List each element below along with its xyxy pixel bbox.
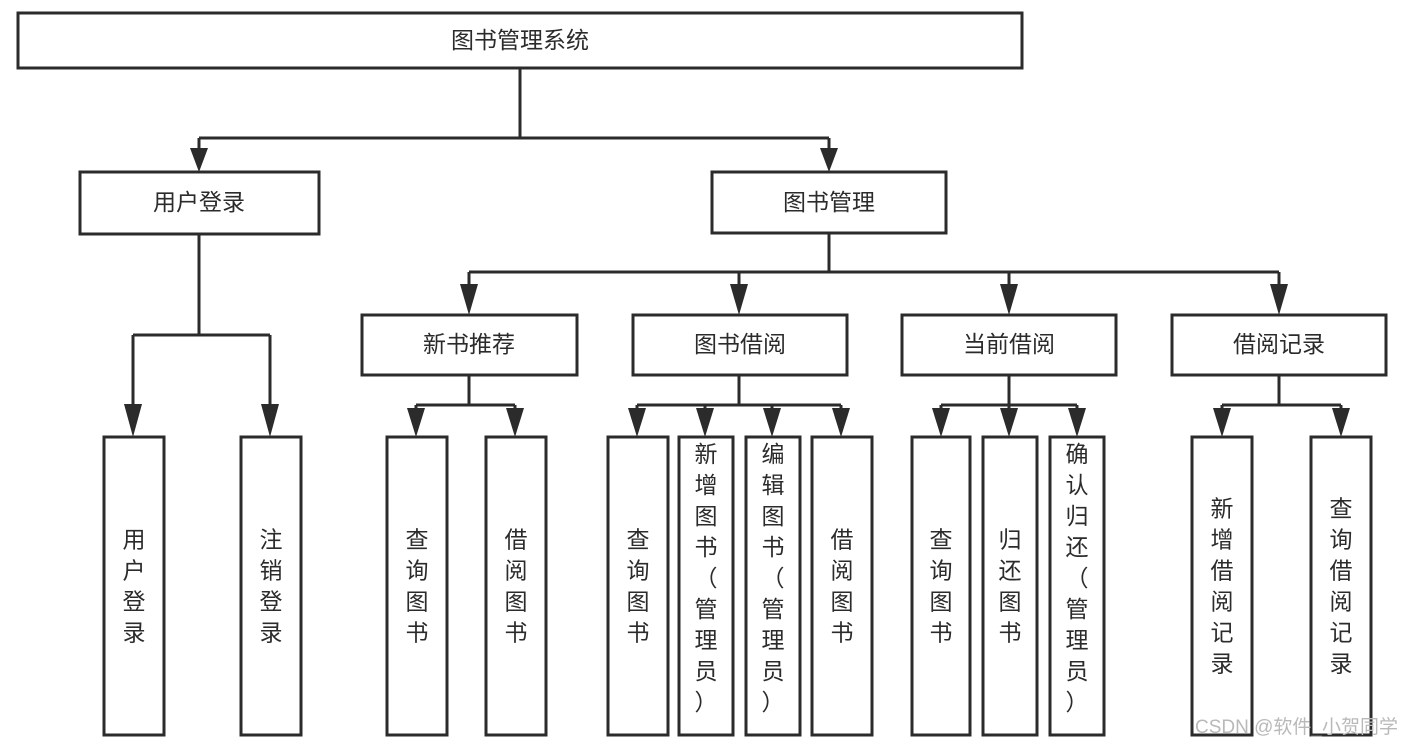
node-leaf-query-book-2-box[interactable]: [606, 435, 670, 737]
node-book-manage-label: 图书管理: [783, 189, 875, 215]
csdn-watermark: CSDN @软件_小贺同学: [1195, 716, 1398, 738]
node-leaf-borrow-book-2-label: 借阅图书: [831, 527, 854, 646]
node-leaf-confirm-return-admin-label: 确认归还（管理员）: [1066, 441, 1089, 715]
node-leaf-borrow-book-1-label: 借阅图书: [505, 527, 528, 646]
node-leaf-query-book-2-label: 查询图书: [627, 527, 650, 646]
node-leaf-edit-book-admin[interactable]: 编辑图书（管理员）: [744, 435, 802, 737]
node-leaf-add-book-admin-label: 新增图书（管理员）: [695, 441, 718, 715]
arrow-to-leaf-logout-login: [261, 404, 279, 437]
node-leaf-query-book-1-box[interactable]: [385, 435, 449, 737]
node-book-borrow-label: 图书借阅: [694, 331, 786, 357]
node-new-book-recommend-box[interactable]: [360, 313, 579, 377]
node-leaf-query-book-3[interactable]: 查询图书: [910, 435, 972, 737]
node-leaf-query-book-3-label: 查询图书: [930, 527, 953, 646]
node-book-borrow-box[interactable]: [631, 313, 849, 377]
node-leaf-return-book-label: 归还图书: [999, 527, 1022, 646]
node-leaf-confirm-return-admin-box[interactable]: [1048, 435, 1106, 737]
arrow-to-leaf-add-borrow-record: [1213, 408, 1231, 437]
node-root[interactable]: 图书管理系统: [16, 11, 1024, 70]
connector-group-book-borrow: [628, 375, 850, 437]
arrow-to-current-borrow: [1000, 284, 1018, 315]
node-leaf-edit-book-admin-box[interactable]: [744, 435, 802, 737]
arrow-to-leaf-query-book-3: [932, 408, 950, 437]
node-leaf-user-login-box[interactable]: [102, 435, 166, 737]
node-leaf-add-book-admin[interactable]: 新增图书（管理员）: [677, 435, 735, 737]
arrow-to-leaf-user-login: [124, 404, 142, 437]
arrow-to-leaf-query-book-1: [407, 408, 425, 437]
node-book-borrow[interactable]: 图书借阅: [631, 313, 849, 377]
node-leaf-edit-book-admin-label: 编辑图书（管理员）: [762, 441, 785, 715]
node-current-borrow-box[interactable]: [900, 313, 1118, 377]
connector-group-book-manage: [460, 233, 1288, 315]
arrow-to-leaf-query-borrow-record: [1332, 408, 1350, 437]
node-leaf-user-login[interactable]: 用户登录: [102, 435, 166, 737]
node-leaf-add-borrow-record-box[interactable]: [1190, 435, 1254, 737]
node-borrow-record[interactable]: 借阅记录: [1170, 313, 1388, 377]
node-leaf-query-borrow-record[interactable]: 查询借阅记录: [1309, 435, 1373, 737]
arrow-to-leaf-borrow-book-1: [506, 408, 524, 437]
node-new-book-recommend-label: 新书推荐: [423, 331, 515, 357]
node-root-box[interactable]: [16, 11, 1024, 70]
node-user-login-box[interactable]: [78, 170, 321, 236]
node-user-login-label: 用户登录: [153, 189, 245, 215]
arrow-to-book-borrow: [730, 284, 748, 315]
node-leaf-logout-login-label: 注销登录: [260, 527, 283, 646]
arrow-to-leaf-borrow-book-2: [832, 408, 850, 437]
node-leaf-return-book-box[interactable]: [981, 435, 1039, 737]
node-leaf-add-book-admin-box[interactable]: [677, 435, 735, 737]
arrow-to-borrow-record: [1270, 284, 1288, 315]
node-leaf-query-borrow-record-label: 查询借阅记录: [1330, 496, 1353, 677]
node-borrow-record-box[interactable]: [1170, 313, 1388, 377]
connector-group-current-borrow: [932, 375, 1086, 437]
connector-group-new-book-recommend: [407, 375, 524, 437]
node-leaf-add-borrow-record[interactable]: 新增借阅记录: [1190, 435, 1254, 737]
node-leaf-query-book-1-label: 查询图书: [406, 527, 429, 646]
connector-group-user-login: [124, 234, 279, 437]
node-leaf-logout-login-box[interactable]: [239, 435, 303, 737]
node-borrow-record-label: 借阅记录: [1233, 331, 1325, 357]
arrow-to-leaf-return-book: [1000, 408, 1018, 437]
node-leaf-return-book[interactable]: 归还图书: [981, 435, 1039, 737]
node-leaf-query-book-1[interactable]: 查询图书: [385, 435, 449, 737]
node-current-borrow-label: 当前借阅: [963, 331, 1055, 357]
node-user-login[interactable]: 用户登录: [78, 170, 321, 236]
node-leaf-add-borrow-record-label: 新增借阅记录: [1211, 496, 1234, 677]
node-leaf-logout-login[interactable]: 注销登录: [239, 435, 303, 737]
arrow-to-leaf-edit-book-admin: [763, 408, 781, 437]
connector-group-root: [190, 68, 838, 172]
node-leaf-borrow-book-1[interactable]: 借阅图书: [484, 435, 548, 737]
node-new-book-recommend[interactable]: 新书推荐: [360, 313, 579, 377]
node-root-label: 图书管理系统: [451, 27, 589, 53]
arrow-to-leaf-query-book-2: [628, 408, 646, 437]
arrow-to-leaf-confirm-return-admin: [1068, 408, 1086, 437]
node-book-manage[interactable]: 图书管理: [710, 170, 948, 235]
node-current-borrow[interactable]: 当前借阅: [900, 313, 1118, 377]
arrow-to-book-manage: [820, 148, 838, 172]
node-leaf-query-borrow-record-box[interactable]: [1309, 435, 1373, 737]
arrow-to-leaf-add-book-admin: [696, 408, 714, 437]
node-leaf-confirm-return-admin[interactable]: 确认归还（管理员）: [1048, 435, 1106, 737]
arrow-to-user-login: [190, 148, 208, 172]
connector-group-borrow-record: [1213, 375, 1350, 437]
node-leaf-borrow-book-1-box[interactable]: [484, 435, 548, 737]
node-leaf-query-book-2[interactable]: 查询图书: [606, 435, 670, 737]
arrow-to-new-book-recommend: [460, 284, 478, 315]
node-leaf-query-book-3-box[interactable]: [910, 435, 972, 737]
node-book-manage-box[interactable]: [710, 170, 948, 235]
node-leaf-user-login-label: 用户登录: [123, 527, 146, 646]
node-leaf-borrow-book-2-box[interactable]: [810, 435, 874, 737]
node-leaf-borrow-book-2[interactable]: 借阅图书: [810, 435, 874, 737]
